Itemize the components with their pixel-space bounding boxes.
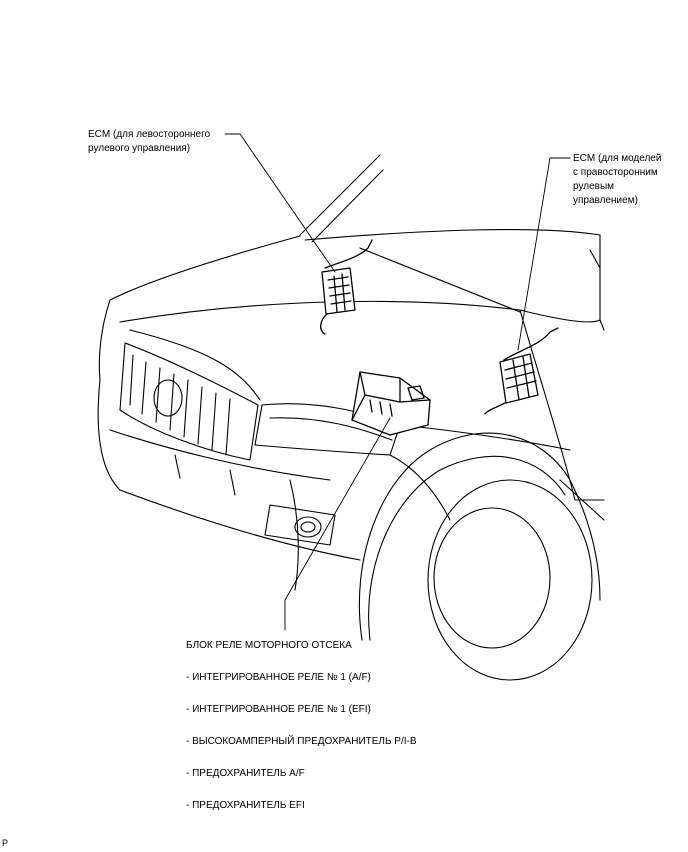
relay-block-title: БЛОК РЕЛЕ МОТОРНОГО ОТСЕКА	[186, 640, 352, 651]
front-bumper	[97, 379, 361, 591]
relay-block-unit	[351, 371, 431, 436]
front-wheel	[358, 432, 605, 681]
ecm-left-label: ECM (для левостороннего рулевого управле…	[88, 128, 210, 156]
ecm-left-label-line-1: ECM (для левостороннего	[88, 129, 211, 140]
ecm-right-label-line-4: управлением)	[573, 195, 638, 206]
leader-line-ecm-left	[224, 133, 336, 273]
grille	[119, 342, 259, 461]
leader-line-relay-block	[284, 417, 391, 631]
ecm-left-unit	[320, 239, 373, 335]
leader-line-ecm-right	[517, 157, 571, 351]
ecm-right-label-line-1: ECM (для моделей	[573, 153, 662, 164]
ecm-right-label: ECM (для моделей с правосторонним рулевы…	[573, 152, 661, 208]
relay-block-item: - ИНТЕГРИРОВАННОЕ РЕЛЕ № 1 (EFI)	[186, 704, 371, 715]
ecm-right-unit	[484, 327, 559, 415]
corner-mark: P	[2, 838, 9, 848]
relay-block-callout: БЛОК РЕЛЕ МОТОРНОГО ОТСЕКА - ИНТЕГРИРОВА…	[186, 638, 417, 814]
hood-outline	[98, 235, 601, 401]
windshield-outline	[299, 154, 601, 321]
relay-block-item: - ИНТЕГРИРОВАННОЕ РЕЛЕ № 1 (A/F)	[186, 672, 371, 683]
ecm-right-label-line-2: с правосторонним	[573, 167, 658, 178]
ecm-left-label-line-2: рулевого управления)	[88, 143, 191, 154]
relay-block-item: - ВЫСОКОАМПЕРНЫЙ ПРЕДОХРАНИТЕЛЬ P/I-B	[186, 736, 417, 747]
relay-block-item: - ПРЕДОХРАНИТЕЛЬ EFI	[186, 800, 305, 811]
relay-block-item: - ПРЕДОХРАНИТЕЛЬ A/F	[186, 768, 305, 779]
ecm-right-label-line-3: рулевым	[573, 181, 615, 192]
